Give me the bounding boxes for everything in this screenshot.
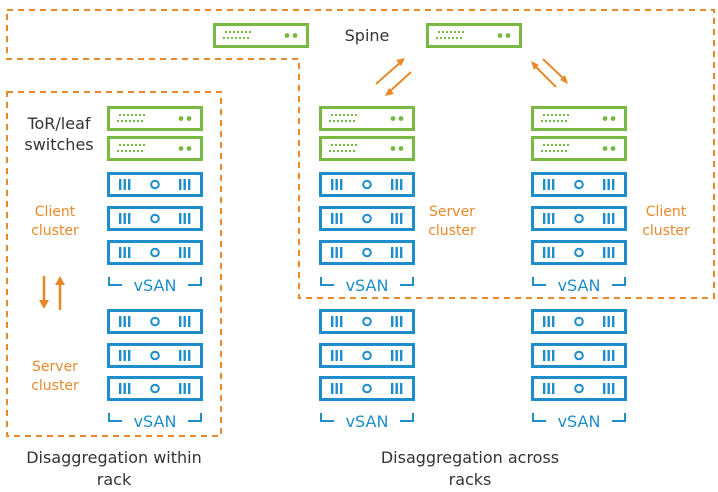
server-icon [319,376,415,401]
server-icon [107,172,203,197]
server-icon [531,172,627,197]
server-icon [107,376,203,401]
server-icon [319,206,415,231]
caption-across-racks-line2: racks [449,470,492,489]
across-racks-boundary [6,9,715,299]
left-client-cluster-line2: cluster [31,223,79,239]
server-icon [531,309,627,334]
server-icon [531,206,627,231]
tor-switch-icon [319,136,415,161]
spine-switch-icon [426,23,522,48]
mid-server-cluster-line2: cluster [428,223,476,239]
vsan-label: vSAN [134,276,177,295]
tor-switch-icon [319,106,415,131]
bidirectional-arrow-icon [531,58,568,88]
server-icon [531,376,627,401]
spine-label: Spine [345,26,390,45]
server-icon [319,240,415,265]
tor-switch-icon [531,106,627,131]
vsan-label: vSAN [558,276,601,295]
left-client-cluster-line1: Client [35,204,76,220]
tor-switch-icon [107,136,203,161]
server-icon [107,309,203,334]
tor-label-line1: ToR/leaf [26,114,90,133]
bidirectional-arrow-icon [375,58,412,96]
vsan-label: vSAN [346,276,389,295]
left-server-cluster-line2: cluster [31,378,79,394]
caption-within-rack-line2: rack [97,470,132,489]
bidirectional-arrow-icon [39,276,65,310]
vsan-label: vSAN [134,412,177,431]
right-client-cluster-line1: Client [646,204,687,220]
server-icon [107,206,203,231]
server-icon [531,343,627,368]
caption-within-rack-line1: Disaggregation within [26,448,202,467]
server-icon [319,309,415,334]
within-rack-boundary [6,91,222,437]
vsan-label: vSAN [346,412,389,431]
server-icon [531,240,627,265]
right-client-cluster-line2: cluster [642,223,690,239]
vsan-label: vSAN [558,412,601,431]
server-icon [107,343,203,368]
caption-across-racks-line1: Disaggregation across [381,448,559,467]
server-icon [319,343,415,368]
tor-label-line2: switches [24,135,93,154]
server-icon [107,240,203,265]
left-server-cluster-line1: Server [32,359,78,375]
spine-switch-icon [213,23,309,48]
server-icon [319,172,415,197]
tor-switch-icon [107,106,203,131]
tor-switch-icon [531,136,627,161]
mid-server-cluster-line1: Server [429,204,475,220]
